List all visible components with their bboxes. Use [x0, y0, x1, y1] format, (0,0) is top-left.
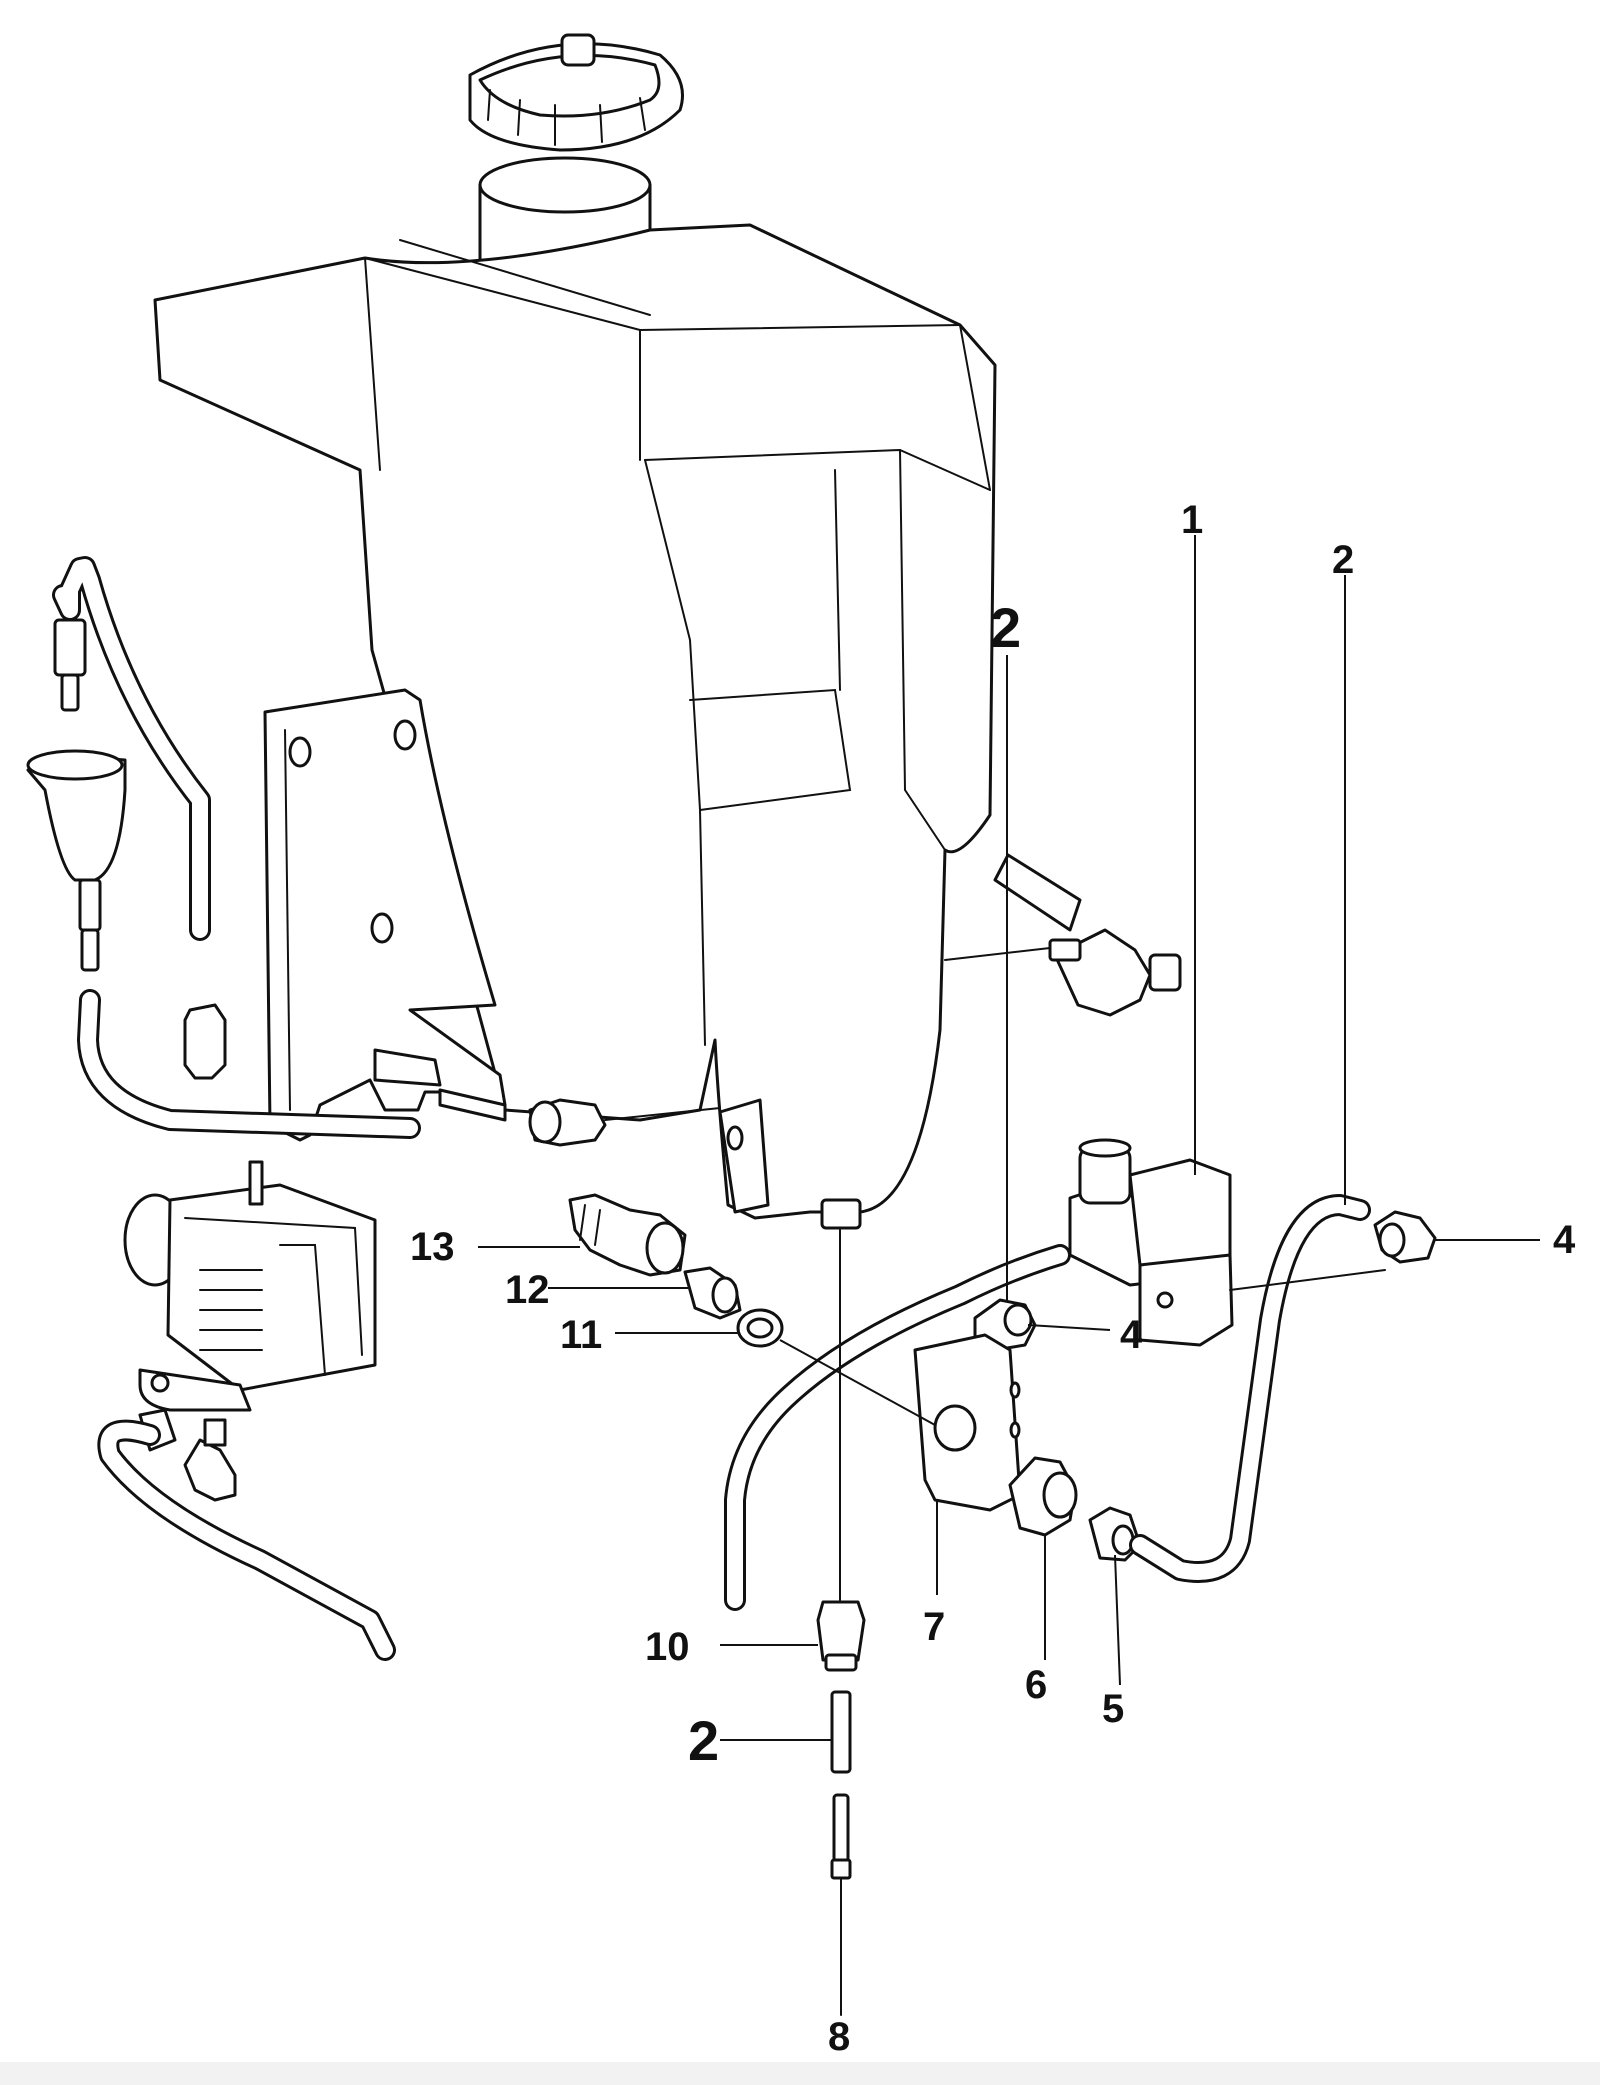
drain-valve	[944, 853, 1182, 1017]
callout-2-bold: 2	[990, 596, 1021, 659]
part-12-fitting	[683, 1266, 742, 1320]
callout-4-right: 4	[1553, 1218, 1576, 1262]
filter-hose-assembly	[26, 556, 421, 1139]
leader-lines	[478, 535, 1540, 1741]
part-5-fitting	[1088, 1506, 1142, 1562]
part-2-hose-right	[1129, 1194, 1371, 1583]
part-11-washer	[736, 1308, 784, 1348]
callout-5: 5	[1102, 1687, 1124, 1731]
callout-2-bottom: 2	[688, 1709, 719, 1772]
callout-12: 12	[505, 1268, 550, 1312]
tank-connector	[528, 1098, 721, 1147]
pump-outlet-hose	[97, 1419, 396, 1661]
pump	[123, 1160, 377, 1412]
part-4-elbow-right	[1229, 1210, 1437, 1291]
tank-side-bracket	[718, 1098, 770, 1214]
part-1-solenoid-valve	[1068, 1138, 1234, 1347]
part-13-fitting	[568, 1193, 687, 1277]
callout-1: 1	[1181, 498, 1203, 542]
tank-outlet	[820, 1198, 862, 1230]
callout-8: 8	[828, 2015, 850, 2059]
callout-4-mid: 4	[1120, 1313, 1143, 1357]
callout-11: 11	[560, 1313, 602, 1357]
part-8-pin	[830, 1793, 852, 2016]
callout-10: 10	[645, 1625, 690, 1669]
callout-2-top: 2	[1332, 538, 1354, 582]
water-tank	[153, 223, 997, 1220]
callout-13: 13	[410, 1225, 455, 1269]
part-2-tube-bottom	[830, 1690, 852, 1774]
part-10-fitting	[816, 1600, 866, 1672]
filler-cap	[468, 33, 684, 152]
mounting-bracket	[263, 688, 507, 1142]
callout-6: 6	[1025, 1663, 1047, 1707]
footer-bar	[0, 2062, 1600, 2085]
part-7-bracket	[913, 1333, 1022, 1512]
callout-7: 7	[923, 1605, 945, 1649]
part-6-bulkhead-fitting	[1008, 1456, 1078, 1537]
part-2-hose-middle	[724, 1244, 1071, 1611]
